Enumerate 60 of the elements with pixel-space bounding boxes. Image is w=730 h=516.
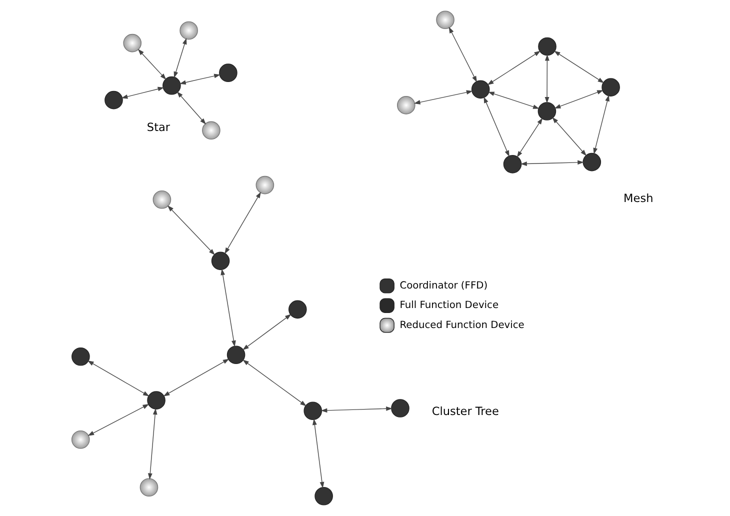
arrow xyxy=(320,406,392,413)
arrow xyxy=(137,49,166,80)
label: Mesh xyxy=(623,192,653,205)
node-circle xyxy=(226,346,245,364)
arrow xyxy=(448,26,476,82)
node-circle xyxy=(152,190,171,209)
node-circle xyxy=(538,37,556,56)
arrow xyxy=(483,96,509,157)
arrow xyxy=(86,360,149,396)
legend-label: Coordinator (FFD) xyxy=(399,280,488,292)
arrow xyxy=(413,90,472,104)
node-circle xyxy=(470,80,490,99)
legend-label: Full Function Device xyxy=(399,300,498,312)
node-circle xyxy=(255,176,274,194)
node-circle xyxy=(202,121,220,140)
node-circle xyxy=(179,21,198,40)
node-circle xyxy=(390,399,409,418)
arrow xyxy=(242,360,306,406)
node-circle xyxy=(314,486,332,506)
node-circle xyxy=(582,152,601,172)
arrow xyxy=(147,408,157,480)
arrow xyxy=(166,205,214,256)
node-circle xyxy=(218,64,237,82)
arrow xyxy=(87,404,149,436)
arrow xyxy=(552,117,586,156)
arrow xyxy=(487,92,539,109)
node-circle xyxy=(146,391,165,410)
arrow xyxy=(312,418,324,488)
node-circle xyxy=(210,252,230,270)
node-circle xyxy=(303,402,322,420)
node-circle xyxy=(502,155,522,174)
node-circle xyxy=(396,96,415,114)
arrow xyxy=(224,192,260,254)
arrow xyxy=(553,50,604,84)
node-circle xyxy=(288,300,306,319)
arrow xyxy=(242,314,291,350)
arrow xyxy=(544,54,549,104)
node-circle xyxy=(104,90,122,110)
arrow xyxy=(520,160,584,166)
arrow xyxy=(220,268,236,347)
legend-label: Reduced Function Device xyxy=(399,320,524,331)
node-circle xyxy=(601,78,620,96)
arrow xyxy=(516,118,542,158)
node-circle xyxy=(70,430,90,449)
arrow xyxy=(554,90,603,108)
arrow xyxy=(592,94,609,154)
label: Cluster Tree xyxy=(431,404,498,418)
node-circle xyxy=(122,34,142,52)
arrow xyxy=(173,38,186,78)
node-circle xyxy=(139,478,158,496)
node-circle xyxy=(71,347,90,366)
node-circle xyxy=(436,10,454,30)
arrow xyxy=(486,50,540,86)
arrow xyxy=(176,91,206,125)
arrow xyxy=(162,358,229,396)
arrow xyxy=(120,86,164,99)
label: Star xyxy=(146,120,170,134)
node-circle xyxy=(537,102,556,120)
arrow xyxy=(178,74,220,85)
node-circle xyxy=(162,76,180,95)
